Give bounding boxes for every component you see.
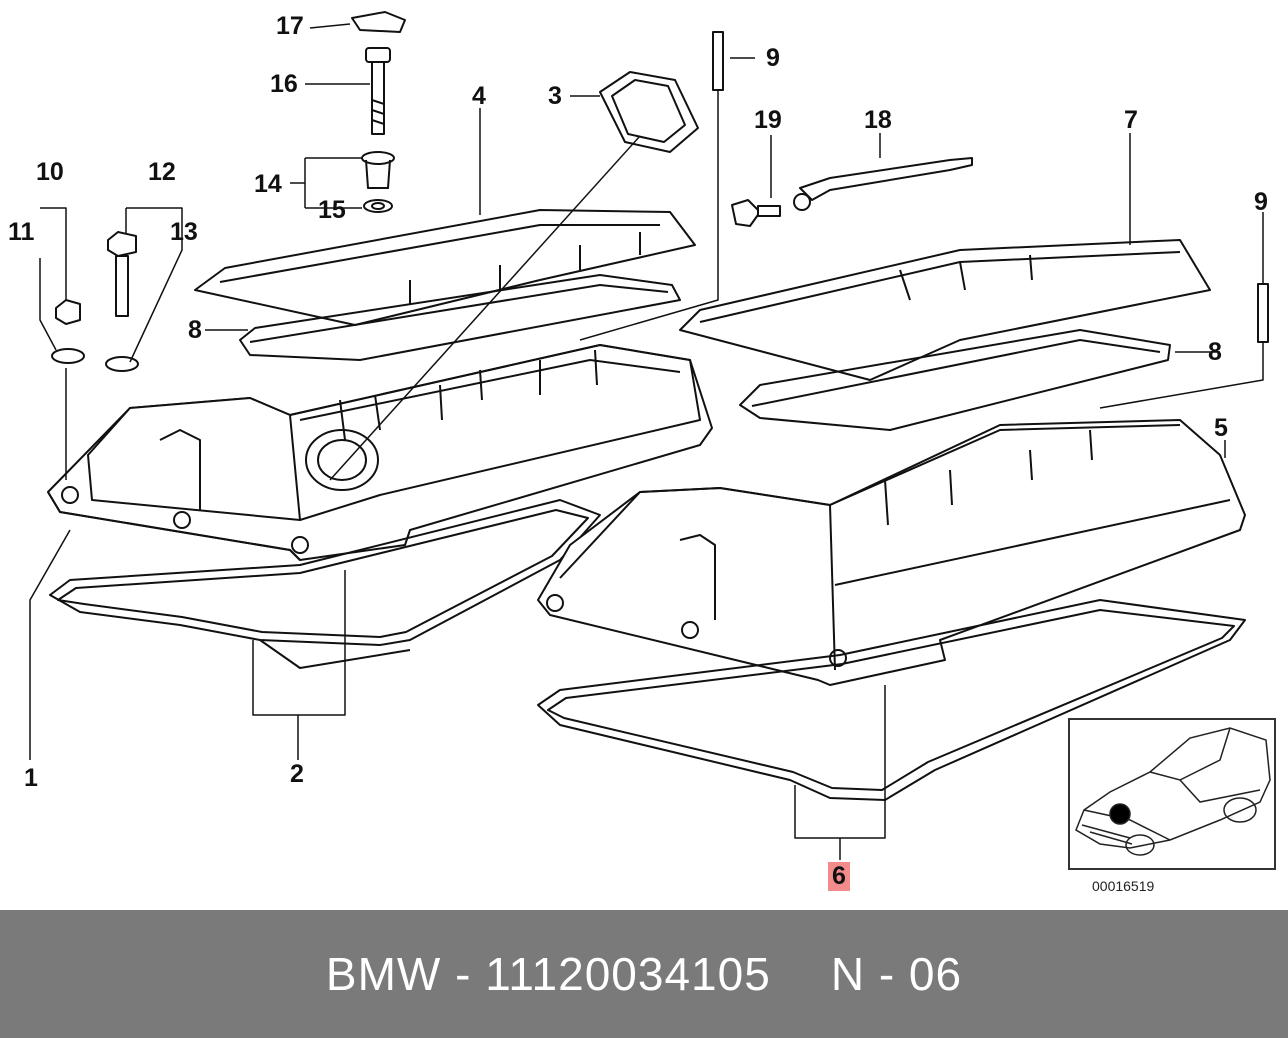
right-cover-seal <box>739 329 1171 431</box>
callout-16: 16 <box>270 70 298 98</box>
position-number-text: N - 06 <box>830 948 963 1000</box>
callout-9-right: 9 <box>1254 188 1268 216</box>
diagram-reference-number: 00016519 <box>1092 878 1155 894</box>
footer-caption: BMW - 11120034105 N - 06 <box>0 910 1288 1038</box>
part-number-text: BMW - 11120034105 <box>325 948 771 1000</box>
exploded-view-drawing <box>29 11 1269 860</box>
callout-6-highlighted[interactable]: 6 <box>828 862 850 891</box>
left-cover-seal <box>239 274 681 361</box>
callout-15: 15 <box>318 196 346 224</box>
parts-diagram: 17 16 14 15 3 4 9 19 18 7 9 10 12 11 13 … <box>8 11 1276 894</box>
left-gasket-set <box>49 499 601 669</box>
leader-lines <box>29 23 1264 860</box>
callout-2: 2 <box>290 760 304 788</box>
callout-19: 19 <box>754 106 782 134</box>
right-valve-cover <box>537 419 1246 686</box>
callout-9-top: 9 <box>766 44 780 72</box>
callout-18: 18 <box>864 106 892 134</box>
left-top-cover <box>194 209 696 326</box>
callout-8-left: 8 <box>188 316 202 344</box>
callout-7: 7 <box>1124 106 1138 134</box>
callout-13: 13 <box>170 218 198 246</box>
footer-bar: BMW - 11120034105 N - 06 <box>0 910 1288 1038</box>
right-gasket-set <box>537 599 1246 801</box>
callout-5: 5 <box>1214 414 1228 442</box>
left-valve-cover <box>47 344 713 561</box>
right-top-cover <box>679 239 1211 381</box>
vehicle-location-inset <box>1068 718 1276 870</box>
callout-4: 4 <box>472 82 486 110</box>
callout-8-right: 8 <box>1208 338 1222 366</box>
callout-17: 17 <box>276 12 304 40</box>
callout-1: 1 <box>24 764 38 792</box>
callout-12: 12 <box>148 158 176 186</box>
callout-11: 11 <box>8 218 35 246</box>
callout-14: 14 <box>254 170 282 198</box>
callout-3: 3 <box>548 82 562 110</box>
car-outline-icon <box>1075 727 1271 856</box>
callout-10: 10 <box>36 158 64 186</box>
